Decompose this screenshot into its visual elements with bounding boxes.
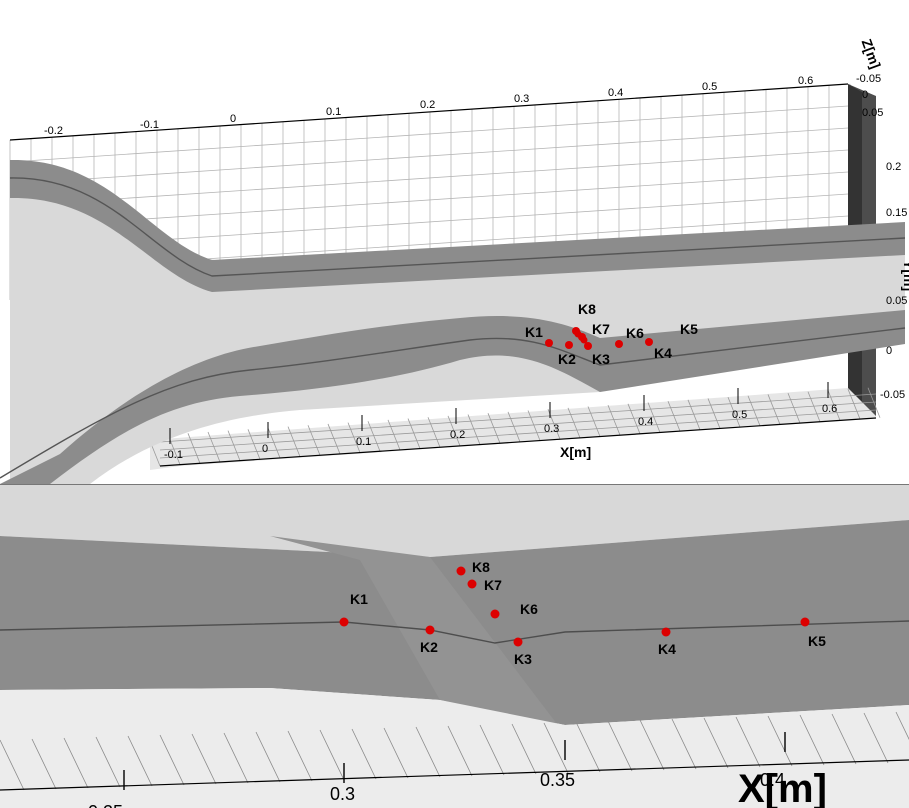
bottom-x-tick-labels: -0.1 0 0.1 0.2 0.3 0.4 0.5 0.6: [164, 382, 837, 461]
top-axis-line: [9, 83, 849, 141]
y-tick-label: -0.05: [880, 389, 905, 401]
bottom-x-tick-label: 0.4: [638, 416, 653, 428]
zoom-back-surface: [0, 485, 909, 557]
bottom-x-tick-label: -0.1: [164, 449, 183, 461]
zoom-point-label-k7: K7: [484, 577, 502, 593]
zoom-x-axis-label: X[m]: [738, 767, 827, 808]
z-tick-label: 0: [862, 89, 868, 101]
y-tick-label: 0.05: [886, 295, 907, 307]
zoom-point-marker-k7: [467, 579, 477, 589]
zoom-point-label-k8: K8: [472, 559, 490, 575]
upper-wall-edge: [9, 177, 906, 277]
x-axis-label: X[m]: [560, 444, 591, 460]
zoom-x-tick-label: 0.35: [540, 770, 575, 790]
point-label-k4: K4: [654, 345, 672, 361]
zoom-x-tick-labels: 0.25 0.3 0.35 0.4: [88, 770, 785, 808]
point-marker-k3: [584, 342, 592, 350]
zoom-bottom-axis: [0, 759, 909, 791]
zoom-point-label-k6: K6: [520, 601, 538, 617]
zoom-x-tick-label: 0.4: [760, 770, 785, 790]
lower-wall-edge: [0, 327, 906, 479]
point-label-k8: K8: [578, 301, 596, 317]
bottom-x-tick-label: 0.1: [356, 436, 371, 448]
y-tick-labels: 0.2 0.15 0.05 0 -0.05: [880, 161, 907, 401]
zoom-point-label-k2: K2: [420, 639, 438, 655]
z-tick-labels: -0.05 0 0.05: [856, 73, 883, 119]
floor-plane: [150, 388, 876, 470]
bottom-x-tick-label: 0: [262, 443, 268, 455]
zoom-point-label-k1: K1: [350, 591, 368, 607]
floor-grid: [147, 387, 881, 467]
y-tick-label: 0.2: [886, 161, 901, 173]
zoom-wall-edge-line: [0, 620, 909, 644]
zoom-point-marker-k8: [456, 566, 466, 576]
zoom-point-marker-k4: [661, 627, 671, 637]
bottom-x-tick-label: 0.5: [732, 409, 747, 421]
point-marker-k6: [615, 340, 623, 348]
zoom-point-marker-k2: [425, 625, 435, 635]
top-x-tick-label: 0.3: [514, 93, 529, 105]
top-x-tick-label: -0.2: [44, 125, 63, 137]
y-tick-label: 0.15: [886, 207, 907, 219]
y-tick-label: 0: [886, 345, 892, 357]
bottom-x-tick-label: 0.2: [450, 429, 465, 441]
top-x-tick-label: 0.1: [326, 106, 341, 118]
point-label-k6: K6: [626, 325, 644, 341]
upper-wall-band: [10, 159, 905, 292]
z-tick-label: 0.05: [862, 107, 883, 119]
bottom-axis-line: [159, 417, 877, 467]
point-label-k3: K3: [592, 351, 610, 367]
top-x-tick-labels: -0.2 -0.1 0 0.1 0.2 0.3 0.4 0.5 0.6: [44, 75, 813, 137]
point-label-k1: K1: [525, 324, 543, 340]
point-marker: [580, 336, 588, 344]
z-tick-label: -0.05: [856, 73, 881, 85]
top-x-tick-label: 0.5: [702, 81, 717, 93]
top-x-tick-label: 0.4: [608, 87, 623, 99]
point-marker: [574, 330, 582, 338]
bottom-x-tick-label: 0.3: [544, 423, 559, 435]
point-marker-k4: [645, 338, 653, 346]
bottom-x-tick-label: 0.6: [822, 403, 837, 415]
zoom-wall-light-face: [270, 536, 560, 728]
top-x-tick-label: 0.2: [420, 99, 435, 111]
top-x-tick-label: 0.6: [798, 75, 813, 87]
zoom-floor-grid: [0, 711, 909, 791]
top-x-tick-label: -0.1: [140, 119, 159, 131]
zoom-floor: [0, 688, 909, 808]
zoom-point-marker-k6: [490, 609, 500, 619]
point-label-k2: K2: [558, 351, 576, 367]
point-label-k7: K7: [592, 321, 610, 337]
zoom-x-tick-label: 0.25: [88, 802, 123, 808]
point-marker-k2: [565, 341, 573, 349]
lower-wall-band: [0, 310, 905, 484]
point-marker-k1: [545, 339, 553, 347]
zoom-point-marker-k1: [339, 617, 349, 627]
zoom-point-label-k5: K5: [808, 633, 826, 649]
zoom-x-tick-label: 0.3: [330, 784, 355, 804]
zoom-point-label-k3: K3: [514, 651, 532, 667]
y-axis-label: Y[m]: [901, 260, 909, 291]
point-label-k5: K5: [680, 321, 698, 337]
top-x-tick-label: 0: [230, 113, 236, 125]
zoom-point-marker-k3: [513, 637, 523, 647]
zoom-point-label-k4: K4: [658, 641, 676, 657]
zoom-point-marker-k5: [800, 617, 810, 627]
